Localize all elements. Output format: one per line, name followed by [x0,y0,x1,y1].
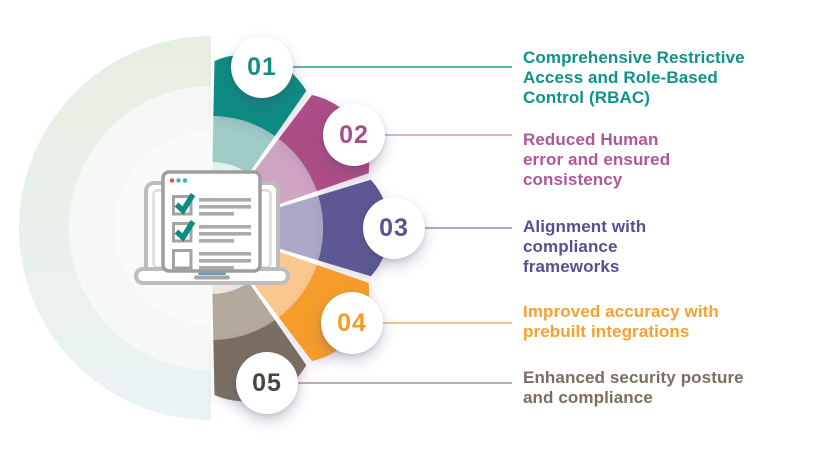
text-bar [199,252,251,256]
step-number-01: 01 [247,52,277,81]
segment-band-mid [274,195,323,261]
bg-ring-outer [19,36,211,420]
laptop-checklist-icon [134,170,290,285]
step-label-02: Reduced Human error and ensured consiste… [523,130,671,189]
text-bar [199,259,251,263]
step-circle-05: 05 [236,352,298,414]
step-label-03: Alignment with compliance frameworks [523,217,647,276]
text-bar [199,212,234,216]
step-label-05: Enhanced security posture and compliance [523,368,744,407]
segment-band-dark [318,179,390,277]
check-mark [174,220,196,242]
checkbox-empty [172,249,193,270]
text-bar [199,232,251,236]
text-bar [199,198,251,202]
step-circle-01: 01 [231,36,293,98]
segment-band-mid [212,282,275,340]
text-bar [199,239,234,243]
segment-band-mid [212,116,275,174]
text-bar [199,225,251,229]
browser-dot-blue [176,178,181,183]
step-circle-03: 03 [363,197,425,259]
step-label-04: Improved accuracy with prebuilt integrat… [523,302,719,341]
browser-dot-teal [182,178,188,183]
text-bar [199,205,251,209]
step-number-02: 02 [339,120,369,149]
check-mark [174,193,196,215]
step-number-04: 04 [337,308,367,337]
step-circle-02: 02 [323,104,385,166]
browser-dot-red [169,178,175,183]
bg-ring-mid [69,86,211,370]
step-number-03: 03 [379,213,409,242]
step-label-01: Comprehensive Restrictive Access and Rol… [523,48,745,107]
step-number-05: 05 [252,368,282,397]
text-bar [199,266,234,270]
step-circle-04: 04 [321,292,383,354]
leader-lines [290,66,512,384]
laptop-notch [194,275,230,280]
